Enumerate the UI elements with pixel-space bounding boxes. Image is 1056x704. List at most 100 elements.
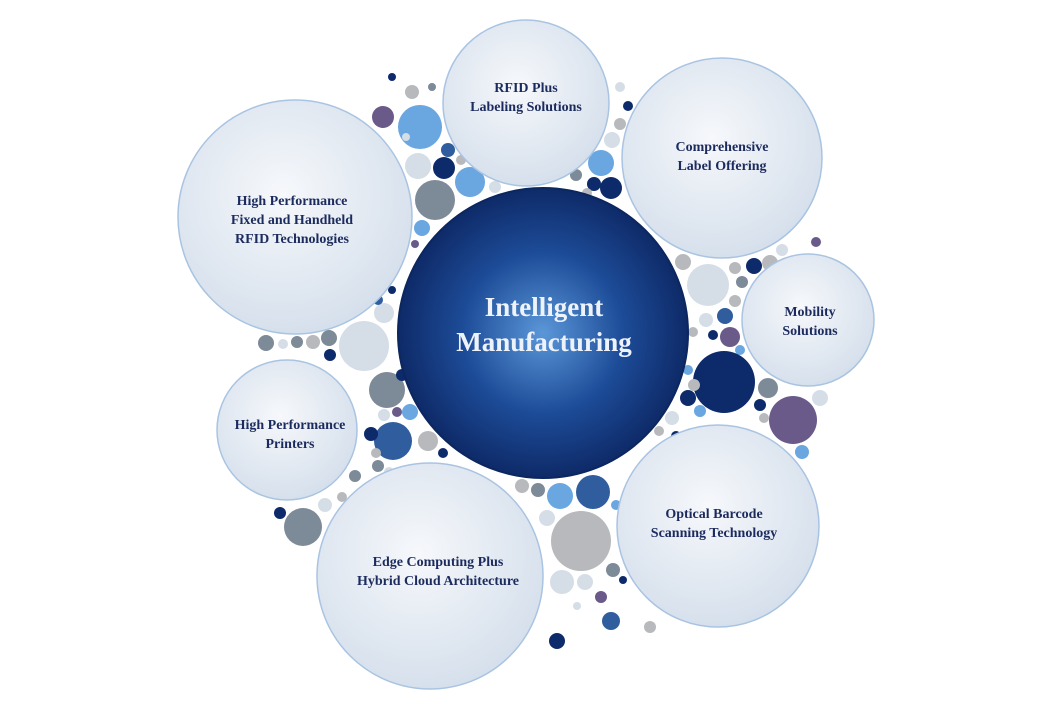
decorative-dot: [411, 240, 419, 248]
node-label: Comprehensive: [675, 140, 768, 155]
decorative-dot: [547, 483, 573, 509]
decorative-dot: [398, 105, 442, 149]
decorative-dot: [306, 335, 320, 349]
decorative-dot: [489, 181, 501, 193]
node-label: Scanning Technology: [651, 526, 777, 541]
decorative-dot: [720, 327, 740, 347]
decorative-dot: [588, 150, 614, 176]
decorative-dot: [759, 413, 769, 423]
decorative-dot: [258, 335, 274, 351]
decorative-dots: [258, 73, 828, 649]
decorative-dot: [418, 431, 438, 451]
center-title-line2: Manufacturing: [456, 327, 632, 357]
node-label: RFID Plus: [494, 81, 558, 96]
node-label: Label Offering: [677, 159, 766, 174]
decorative-dot: [291, 336, 303, 348]
decorative-dot: [402, 133, 410, 141]
node-label: RFID Technologies: [235, 232, 350, 247]
node-edge-computing: Edge Computing Plus Hybrid Cloud Archite…: [316, 462, 544, 690]
decorative-dot: [433, 157, 455, 179]
decorative-dot: [364, 427, 378, 441]
decorative-dot: [665, 411, 679, 425]
decorative-dot: [729, 262, 741, 274]
decorative-dot: [619, 576, 627, 584]
decorative-dot: [602, 612, 620, 630]
decorative-dot: [415, 180, 455, 220]
decorative-dot: [369, 372, 405, 408]
decorative-dot: [318, 498, 332, 512]
decorative-dot: [654, 426, 664, 436]
decorative-dot: [687, 264, 729, 306]
decorative-dot: [688, 379, 700, 391]
decorative-dot: [573, 602, 581, 610]
decorative-dot: [374, 422, 412, 460]
decorative-dot: [604, 132, 620, 148]
node-mobility: Mobility Solutions: [741, 253, 875, 387]
decorative-dot: [587, 177, 601, 191]
decorative-dot: [675, 254, 691, 270]
decorative-dot: [615, 82, 625, 92]
decorative-dot: [680, 390, 696, 406]
decorative-dot: [337, 492, 347, 502]
node-rfid-technologies: High Performance Fixed and Handheld RFID…: [177, 99, 413, 335]
node-printers: High Performance Printers: [216, 359, 358, 501]
decorative-dot: [551, 511, 611, 571]
decorative-dot: [758, 378, 778, 398]
decorative-dot: [729, 295, 741, 307]
decorative-dot: [577, 574, 593, 590]
decorative-dot: [683, 365, 693, 375]
decorative-dot: [405, 153, 431, 179]
decorative-dot: [735, 345, 745, 355]
center-node: Intelligent Manufacturing: [397, 187, 689, 479]
decorative-dot: [428, 83, 436, 91]
decorative-dot: [414, 220, 430, 236]
decorative-dot: [769, 396, 817, 444]
decorative-dot: [549, 633, 565, 649]
decorative-dot: [812, 390, 828, 406]
decorative-dot: [688, 327, 698, 337]
decorative-dot: [795, 445, 809, 459]
decorative-dot: [372, 460, 384, 472]
decorative-dot: [405, 85, 419, 99]
decorative-dot: [278, 339, 288, 349]
node-label: Hybrid Cloud Architecture: [357, 574, 519, 589]
decorative-dot: [388, 286, 396, 294]
decorative-dot: [746, 258, 762, 274]
decorative-dot: [402, 404, 418, 420]
decorative-dot: [388, 73, 396, 81]
decorative-dot: [321, 330, 337, 346]
decorative-dot: [811, 237, 821, 247]
decorative-dot: [531, 483, 545, 497]
decorative-dot: [694, 405, 706, 417]
decorative-dot: [644, 621, 656, 633]
node-label: Solutions: [782, 324, 838, 339]
decorative-dot: [623, 101, 633, 111]
node-label: High Performance: [235, 418, 346, 433]
decorative-dot: [708, 330, 718, 340]
decorative-dot: [515, 479, 529, 493]
decorative-dot: [539, 510, 555, 526]
decorative-dot: [693, 351, 755, 413]
node-label: Printers: [266, 437, 316, 452]
node-optical-barcode: Optical Barcode Scanning Technology: [616, 424, 820, 628]
decorative-dot: [374, 303, 394, 323]
decorative-dot: [372, 106, 394, 128]
node-label: High Performance: [237, 194, 348, 209]
node-label: Optical Barcode: [665, 507, 762, 522]
decorative-dot: [371, 448, 381, 458]
decorative-dot: [736, 276, 748, 288]
decorative-dot: [339, 321, 389, 371]
decorative-dot: [576, 475, 610, 509]
decorative-dot: [438, 448, 448, 458]
node-label: Fixed and Handheld: [231, 213, 353, 228]
node-comprehensive-label: Comprehensive Label Offering: [621, 57, 823, 259]
decorative-dot: [274, 507, 286, 519]
decorative-dot: [324, 349, 336, 361]
center-title-line1: Intelligent: [485, 292, 604, 322]
decorative-dot: [600, 177, 622, 199]
decorative-dot: [717, 308, 733, 324]
node-rfid-plus: RFID Plus Labeling Solutions: [442, 19, 610, 187]
decorative-dot: [754, 399, 766, 411]
decorative-dot: [284, 508, 322, 546]
